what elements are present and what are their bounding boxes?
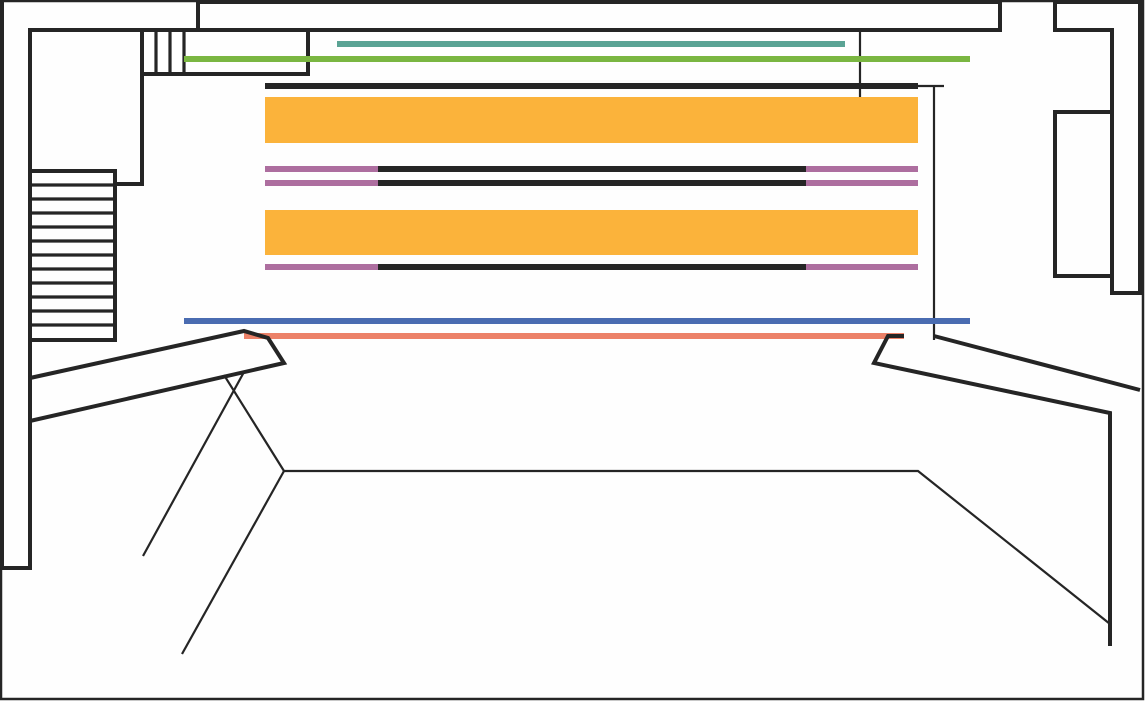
right-wall — [1053, 0, 1142, 295]
left-staircase-treads — [30, 183, 115, 327]
forestage-outline — [223, 374, 1111, 625]
left-inner-wall — [115, 74, 144, 186]
left-sightline-2 — [181, 470, 285, 655]
top-wall — [198, 0, 1002, 32]
upper-left-block — [140, 2, 310, 76]
right-proscenium-wall-top — [933, 334, 1141, 392]
left-sightline-1 — [142, 371, 245, 557]
right-wing-block — [1053, 110, 1114, 278]
right-proscenium-wall — [871, 334, 1112, 646]
left-proscenium-wall — [28, 328, 288, 424]
border-yellow-1 — [265, 97, 918, 143]
border-yellow-2 — [265, 210, 918, 255]
